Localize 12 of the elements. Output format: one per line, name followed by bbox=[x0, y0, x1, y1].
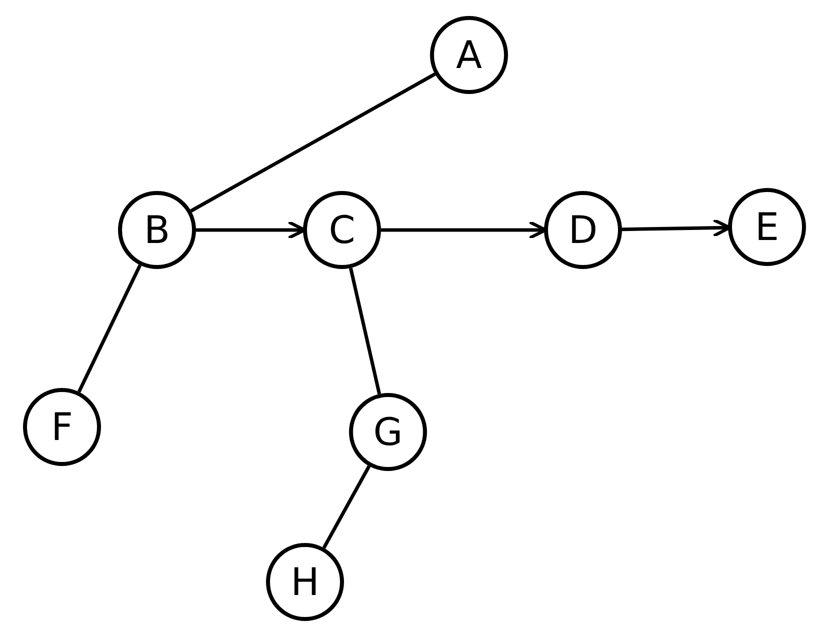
connector-line bbox=[77, 264, 142, 393]
node-label: H bbox=[290, 560, 320, 604]
connector-line bbox=[348, 268, 382, 394]
node-label: D bbox=[568, 208, 598, 252]
connector-line bbox=[190, 72, 436, 212]
node-label: B bbox=[144, 208, 170, 252]
connector-line bbox=[322, 465, 371, 549]
node-label: F bbox=[51, 405, 73, 449]
node-label: C bbox=[328, 208, 356, 252]
node-label: E bbox=[754, 205, 779, 249]
node-label: G bbox=[373, 410, 403, 454]
node-label: A bbox=[456, 33, 482, 77]
